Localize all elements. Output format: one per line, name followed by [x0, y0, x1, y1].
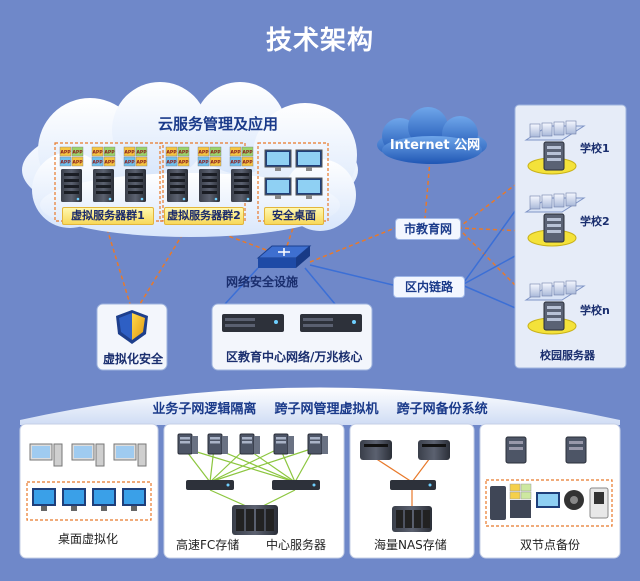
banner-item-1: 业务子网逻辑隔离 [152, 402, 257, 417]
app-label: APP [104, 160, 115, 166]
app-label: APP [124, 150, 135, 156]
school-nodes [524, 120, 586, 335]
app-label: APP [166, 150, 177, 156]
fc-server [207, 433, 228, 455]
app-label: APP [136, 160, 147, 166]
school-server-node [524, 192, 586, 247]
center-server-icon [232, 505, 278, 535]
panel-fc-storage [163, 423, 345, 559]
fc-server [239, 433, 260, 455]
app-label: APP [242, 150, 253, 156]
app-label: APP [136, 150, 147, 156]
desktop-monitors [32, 488, 146, 511]
desktop-group-box [26, 481, 152, 521]
core-server-icon [222, 314, 362, 332]
nas-lines [374, 457, 431, 506]
app-label: APP [166, 160, 177, 166]
school-1-label: 学校1 [580, 142, 610, 155]
fc-server [307, 433, 328, 455]
banner-shape [20, 387, 620, 425]
banner-item-2: 跨子网管理虚拟机 [274, 402, 379, 417]
app-label: APP [198, 150, 209, 156]
link-switch-core-right [304, 267, 336, 305]
app-label: APP [230, 150, 241, 156]
core-network-label: 区教育中心网络/万兆核心 [226, 350, 363, 364]
fc-switches [186, 480, 320, 490]
lan-link-label: 区内链路 [393, 276, 465, 298]
internet-cloud-shape [377, 107, 487, 164]
school-server-node [524, 120, 586, 175]
app-label: APP [198, 160, 209, 166]
backup-devices [490, 483, 609, 520]
cloud-title: 云服务管理及应用 [157, 115, 278, 133]
banner-text: 业务子网逻辑隔离 跨子网管理虚拟机 跨子网备份系统 [0, 398, 640, 417]
campus-server-label: 校园服务器 [540, 349, 595, 362]
city-net-label: 市教育网 [395, 218, 461, 240]
network-switch-icon [256, 245, 312, 268]
internet-label: Internet 公网 [389, 138, 481, 153]
fc-servers [177, 433, 328, 455]
app-label: APP [210, 160, 221, 166]
secure-desktop-label: 安全桌面 [264, 207, 324, 225]
link-switch-core-left [224, 267, 259, 305]
backup-towers [505, 436, 587, 464]
fc-server [177, 433, 198, 455]
app-label: APP [60, 160, 71, 166]
app-label: APP [60, 150, 71, 156]
app-label: APP [242, 160, 253, 166]
link-desktop-switch [284, 221, 296, 253]
link-cloud-virtsecurity [104, 221, 131, 305]
app-label: APP [104, 150, 115, 156]
link-switch-lan [309, 264, 394, 286]
school-server-node [524, 280, 586, 335]
app-label: APP [92, 160, 103, 166]
vm-group-2-label: 虚拟服务器群2 [164, 207, 244, 225]
page-title: 技术架构 [265, 26, 374, 56]
app-label: APP [178, 150, 189, 156]
dual-backup-label: 双节点备份 [520, 538, 581, 552]
vm-group-1-label: 虚拟服务器群1 [62, 207, 154, 225]
desktop-pcs [29, 443, 147, 467]
security-device-label: 网络安全设施 [226, 275, 299, 289]
link-internet-citynet [424, 159, 431, 219]
school-2-label: 学校2 [580, 215, 610, 228]
shield-icon [116, 310, 148, 344]
center-server-label: 中心服务器 [266, 538, 327, 552]
link-switch-citynet [309, 227, 396, 263]
virt-security-label: 虚拟化安全 [103, 352, 164, 366]
fc-server [273, 433, 294, 455]
app-label: APP [124, 160, 135, 166]
fc-storage-label: 高速FC存储 [176, 538, 240, 552]
desktop-virt-label: 桌面虚拟化 [58, 532, 119, 546]
app-label: APP [210, 150, 221, 156]
backup-group-box [485, 479, 613, 527]
secure-desktop-monitors [264, 149, 323, 199]
app-label: APP [92, 150, 103, 156]
app-label: APP [230, 160, 241, 166]
app-label: APP [72, 160, 83, 166]
banner-item-3: 跨子网备份系统 [396, 402, 488, 417]
app-label: APP [178, 160, 189, 166]
nas-devices [360, 440, 450, 532]
nas-storage-label: 海量NAS存储 [374, 538, 447, 552]
school-n-label: 学校n [580, 304, 610, 317]
link-citynet-school2 [457, 227, 549, 233]
app-label: APP [72, 150, 83, 156]
